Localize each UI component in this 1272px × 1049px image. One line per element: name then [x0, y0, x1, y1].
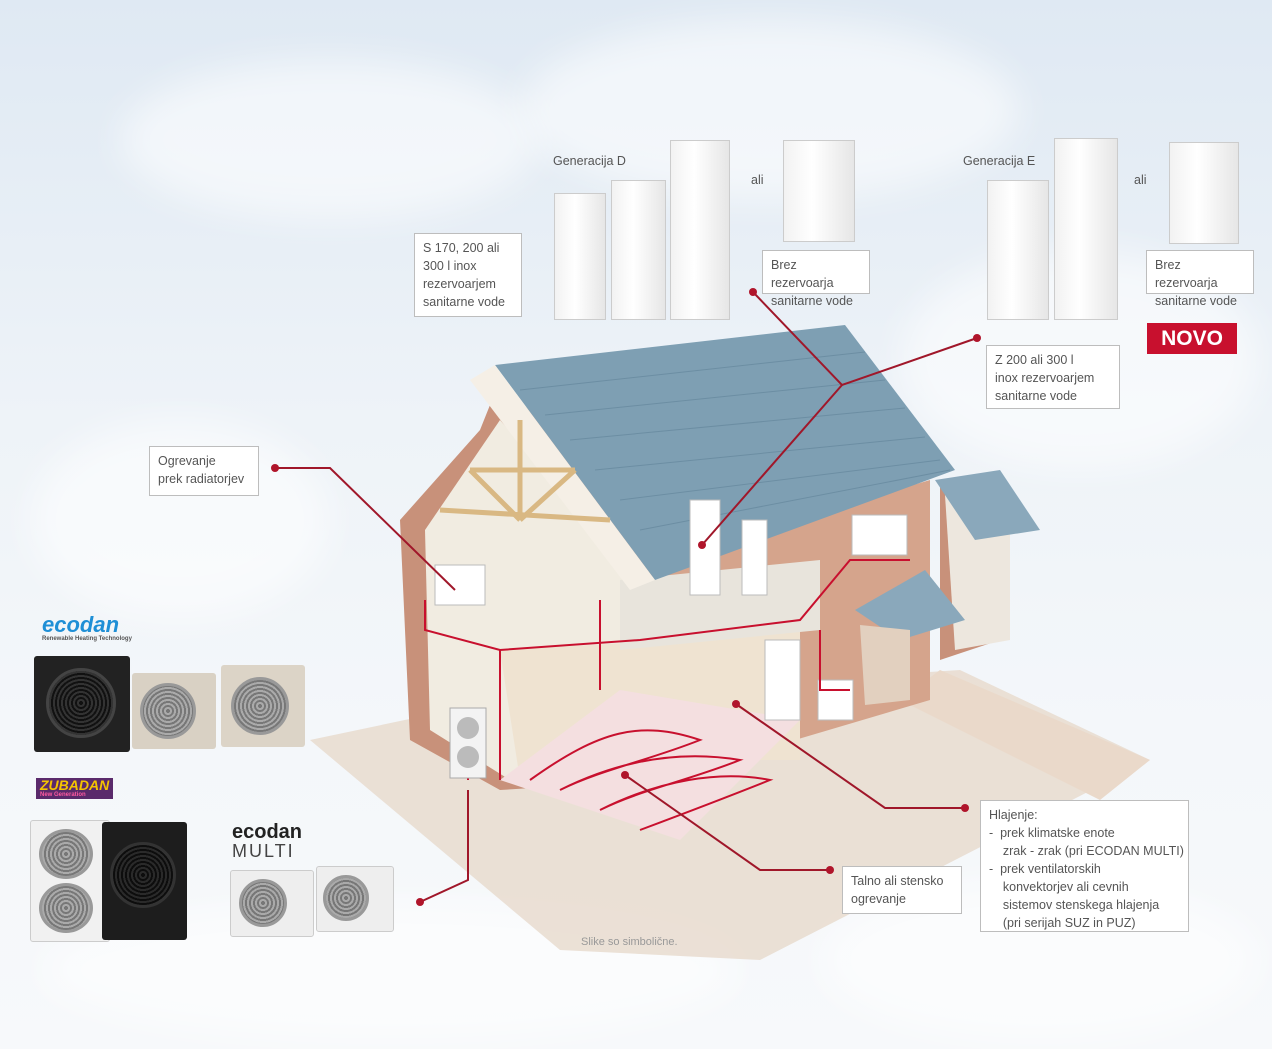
hydrobox-unit-d [783, 140, 855, 242]
box-line: sanitarne vode [423, 295, 506, 309]
zubadan-logo: ZUBADAN New Generation [36, 777, 114, 799]
cylinder-unit-e-small [987, 180, 1049, 320]
outdoor-unit-beige-1 [132, 673, 216, 749]
box-line: sanitarne vode [995, 389, 1078, 403]
outdoor-unit-black-tall [102, 822, 187, 940]
box-line: - prek klimatske enote [989, 826, 1115, 840]
box-line: - prek ventilatorskih [989, 862, 1101, 876]
box-line: sanitarne vode [771, 294, 854, 308]
generation-e-label: Generacija E [963, 154, 1036, 168]
box-line: Brez rezervoarja [771, 258, 834, 290]
box-line: rezervoarjem [423, 277, 496, 291]
cylinder-unit-medium [611, 180, 666, 320]
ecodan-multi-sub: MULTI [232, 841, 295, 861]
outdoor-unit-white-tall [30, 820, 110, 942]
or-label-e: ali [1134, 173, 1147, 187]
novo-badge: NOVO [1147, 323, 1237, 354]
fan-icon [231, 677, 289, 735]
box-line: sanitarne vode [1155, 294, 1238, 308]
fan-icon [140, 683, 196, 739]
box-line: Hlajenje: [989, 808, 1038, 822]
box-line: zrak - zrak (pri ECODAN MULTI) [989, 844, 1184, 858]
box-line: prek radiatorjev [158, 472, 245, 486]
generation-d-label: Generacija D [553, 154, 626, 168]
box-line: (pri serijah SUZ in PUZ) [989, 916, 1136, 930]
box-no-tank-gen-e: Brez rezervoarja sanitarne vode [1146, 250, 1254, 308]
cylinder-unit-large [670, 140, 730, 320]
fan-icon [46, 668, 116, 738]
ecodan-tagline: Renewable Heating Technology [42, 636, 132, 642]
ecodan-logo: ecodan Renewable Heating Technology [42, 612, 132, 643]
box-cooling: Hlajenje: - prek klimatske enote zrak - … [980, 800, 1189, 932]
box-line: 300 l inox [423, 259, 477, 273]
zubadan-logo-text: ZUBADAN [40, 777, 110, 793]
box-tank-gen-e: Z 200 ali 300 l inox rezervoarjem sanita… [986, 345, 1120, 409]
zubadan-tagline: New Generation [40, 792, 86, 798]
footnote: Slike so simbolične. [581, 936, 678, 948]
box-tank-gen-d: S 170, 200 ali 300 l inox rezervoarjem s… [414, 233, 522, 317]
box-line: Ogrevanje [158, 454, 216, 468]
outdoor-unit-black [34, 656, 130, 752]
fan-icon [39, 883, 93, 933]
ecodan-multi-logo-text: ecodan [232, 821, 303, 843]
outdoor-unit-beige-2 [221, 665, 305, 747]
fan-icon [239, 879, 287, 927]
box-no-tank-gen-d: Brez rezervoarja sanitarne vode [762, 250, 870, 308]
cylinder-unit-e-large [1054, 138, 1118, 320]
box-radiator-heating: Ogrevanje prek radiatorjev [149, 446, 259, 496]
box-line: Talno ali stensko [851, 874, 944, 888]
box-floor-heating: Talno ali stensko ogrevanje [842, 866, 962, 914]
fan-icon [39, 829, 93, 879]
box-line: S 170, 200 ali [423, 241, 500, 255]
hydrobox-unit-e [1169, 142, 1239, 244]
fan-icon [323, 875, 369, 921]
box-line: inox rezervoarjem [995, 371, 1095, 385]
box-line: ogrevanje [851, 892, 906, 906]
outdoor-unit-multi-1 [230, 870, 314, 937]
fan-icon [110, 842, 176, 908]
or-label-d: ali [751, 173, 764, 187]
ecodan-multi-logo: ecodan MULTI [232, 822, 302, 860]
cylinder-unit-small [554, 193, 606, 320]
box-line: sistemov stenskega hlajenja [989, 898, 1160, 912]
box-line: Brez rezervoarja [1155, 258, 1218, 290]
box-line: konvektorjev ali cevnih [989, 880, 1129, 894]
outdoor-unit-multi-2 [316, 866, 394, 932]
ecodan-logo-text: ecodan [42, 612, 120, 637]
box-line: Z 200 ali 300 l [995, 353, 1074, 367]
